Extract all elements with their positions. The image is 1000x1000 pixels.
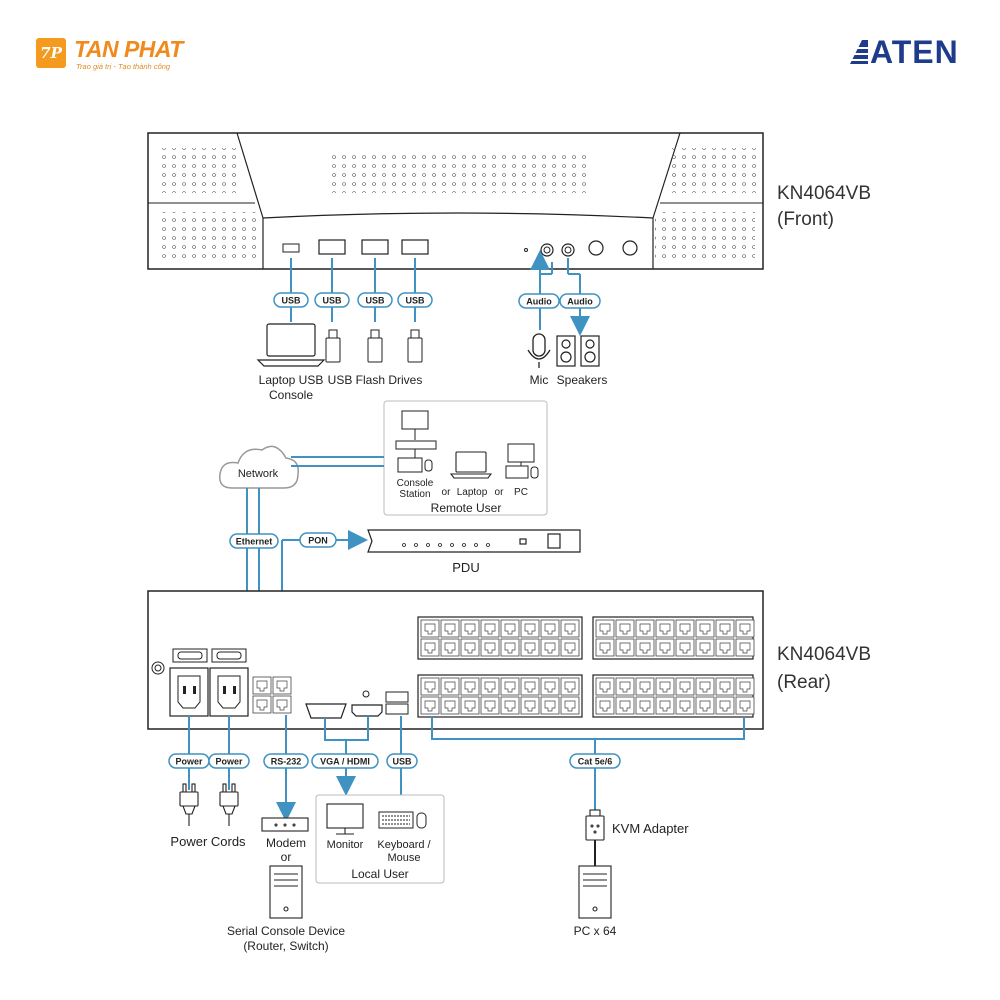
pon-pill: PON xyxy=(299,532,337,548)
svg-text:VGA / HDMI: VGA / HDMI xyxy=(320,757,370,767)
power-plug-icon xyxy=(219,783,239,826)
tanphat-badge: 7P xyxy=(36,38,66,68)
svg-text:Cat 5e/6: Cat 5e/6 xyxy=(578,757,613,767)
aten-mark-icon xyxy=(850,40,868,64)
front-title-line2: (Front) xyxy=(777,209,834,230)
usb-pill-2: USB xyxy=(314,292,350,308)
svg-text:USB: USB xyxy=(365,296,385,306)
keyboard-mouse-label-line2: Mouse xyxy=(387,852,420,864)
ethernet-pill: Ethernet xyxy=(229,533,279,549)
svg-text:Audio: Audio xyxy=(567,297,593,307)
mic-icon xyxy=(527,333,551,368)
usb-pill-1: USB xyxy=(273,292,309,308)
usb-flash-drive-icon xyxy=(325,329,341,363)
svg-text:USB: USB xyxy=(392,757,412,767)
kvm-adapter-label: KVM Adapter xyxy=(612,821,689,836)
svg-text:USB: USB xyxy=(322,296,342,306)
serial-console-device-icon xyxy=(269,865,303,919)
power-pill-1: Power xyxy=(168,753,210,769)
aten-logo: ATEN xyxy=(848,34,960,70)
tanphat-name: TAN PHAT xyxy=(74,36,183,62)
remote-pc-label: PC xyxy=(514,487,528,498)
pc-x64-label: PC x 64 xyxy=(574,924,617,938)
vga-hdmi-pill: VGA / HDMI xyxy=(311,753,379,769)
console-station-icon xyxy=(395,410,437,473)
remote-pc-icon xyxy=(505,443,539,479)
svg-text:PON: PON xyxy=(308,536,328,546)
local-user-title: Local User xyxy=(351,867,408,881)
rs232-pill: RS-232 xyxy=(263,753,309,769)
tanphat-slogan: Trao giá trị - Tạo thành công xyxy=(76,62,171,71)
power-cords-label: Power Cords xyxy=(170,834,246,849)
power-plug-icon xyxy=(179,783,199,826)
serial-console-label-line2: (Router, Switch) xyxy=(243,939,328,953)
mic-label: Mic xyxy=(530,373,549,387)
pdu-label: PDU xyxy=(452,560,479,575)
svg-text:Audio: Audio xyxy=(526,297,552,307)
front-title-line1: KN4064VB xyxy=(777,183,871,204)
rear-usb-pill: USB xyxy=(386,753,418,769)
aten-name: ATEN xyxy=(870,34,959,70)
audio-pill-mic: Audio xyxy=(518,293,560,309)
remote-user-title: Remote User xyxy=(431,501,502,515)
speakers-label: Speakers xyxy=(557,373,608,387)
rear-title-line2: (Rear) xyxy=(777,672,831,693)
monitor-label: Monitor xyxy=(327,839,364,851)
remote-laptop-icon xyxy=(449,451,493,479)
usb-flash-drive-icon xyxy=(407,329,423,363)
svg-text:RS-232: RS-232 xyxy=(271,757,302,767)
rear-unit xyxy=(147,590,764,730)
laptop-icon xyxy=(256,323,326,367)
speakers-icon xyxy=(556,335,600,367)
or-label-2: or xyxy=(495,487,505,498)
kvm-adapter-icon xyxy=(585,809,605,866)
modem-icon xyxy=(261,817,309,832)
monitor-icon xyxy=(326,803,364,835)
keyboard-mouse-icon xyxy=(378,811,427,829)
usb-flash-drive-icon xyxy=(367,329,383,363)
svg-text:Power: Power xyxy=(215,757,243,767)
svg-text:USB: USB xyxy=(405,296,425,306)
svg-text:USB: USB xyxy=(281,296,301,306)
front-unit xyxy=(147,132,764,270)
keyboard-mouse-label-line1: Keyboard / xyxy=(377,839,431,851)
serial-console-label-line1: Serial Console Device xyxy=(227,924,345,938)
laptop-label-line2: Console xyxy=(269,388,313,402)
flash-drives-label: USB Flash Drives xyxy=(328,373,423,387)
pc-tower-icon xyxy=(578,865,612,919)
usb-pill-3: USB xyxy=(357,292,393,308)
console-station-label-line1: Console xyxy=(397,478,434,489)
modem-or-label: or xyxy=(281,850,292,864)
svg-text:Power: Power xyxy=(175,757,203,767)
usb-pill-4: USB xyxy=(397,292,433,308)
svg-text:Ethernet: Ethernet xyxy=(236,537,273,547)
network-cloud-icon: Network xyxy=(219,445,299,489)
modem-label: Modem xyxy=(266,836,306,850)
remote-laptop-label: Laptop xyxy=(457,487,488,498)
console-station-label-line2: Station xyxy=(399,489,430,500)
tanphat-logo: 7P TAN PHAT Trao giá trị - Tạo thành côn… xyxy=(36,36,206,76)
rear-title-line1: KN4064VB xyxy=(777,644,871,665)
or-label-1: or xyxy=(442,487,452,498)
audio-pill-speakers: Audio xyxy=(559,293,601,309)
network-label: Network xyxy=(238,468,279,480)
laptop-label-line1: Laptop USB xyxy=(259,373,324,387)
pdu-device xyxy=(367,529,581,553)
cat-pill: Cat 5e/6 xyxy=(569,753,621,769)
power-pill-2: Power xyxy=(208,753,250,769)
